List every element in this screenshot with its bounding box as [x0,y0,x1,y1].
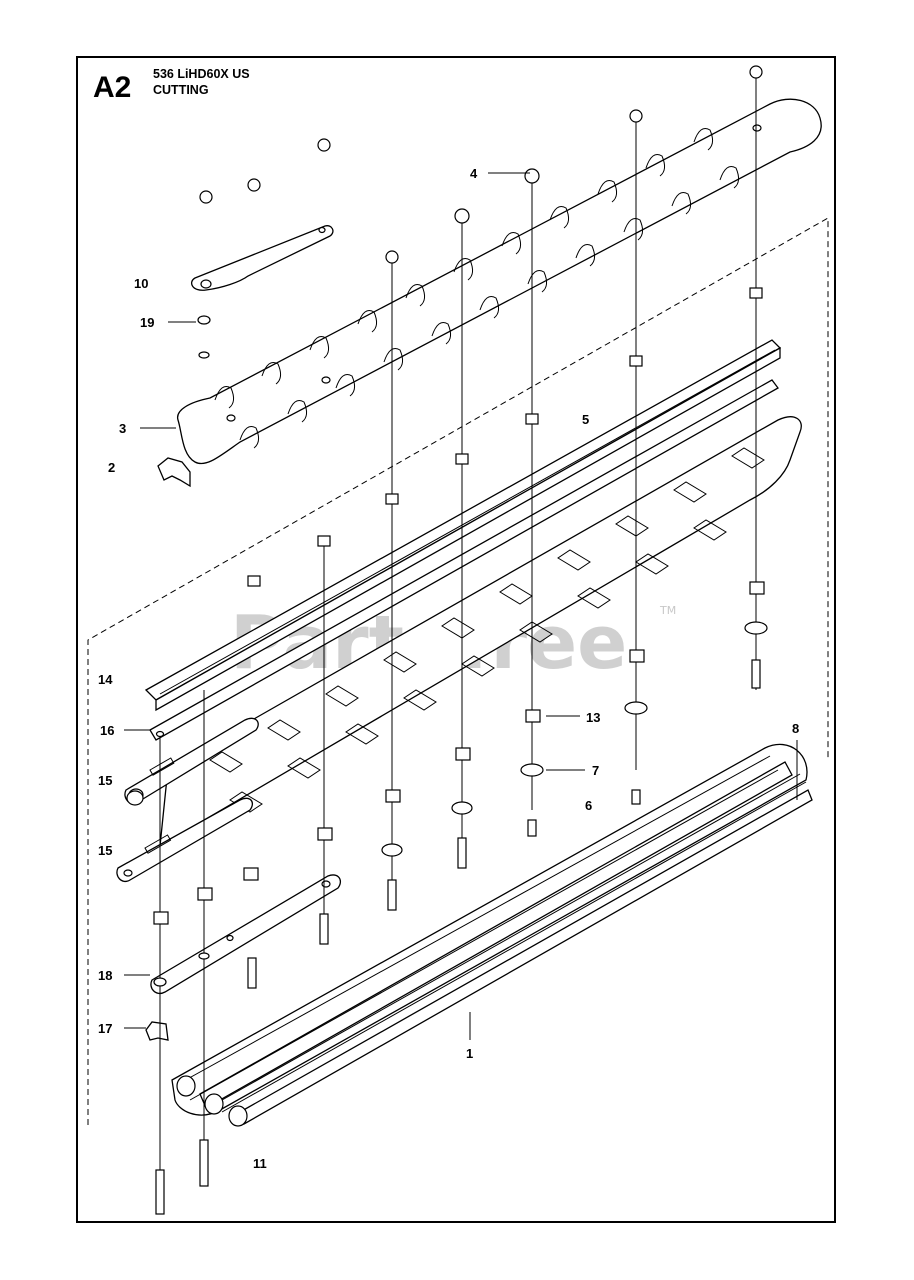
callout-4: 4 [470,166,478,181]
guide-rail [144,339,782,712]
callout-6: 6 [585,798,592,813]
section-code: A2 [93,71,131,104]
callout-3: 3 [119,421,126,436]
spacer-strip [149,379,779,741]
lever-part [191,225,334,291]
watermark-trademark: TM [659,604,676,617]
blade-housing [171,743,813,1127]
callout-1: 1 [466,1046,473,1061]
hardware-parts [126,65,768,1215]
callout-17: 17 [98,1021,112,1036]
plate-lower [116,797,254,883]
diagram-frame [76,56,836,1223]
section-title: CUTTING [153,83,209,97]
lower-blade [159,416,802,848]
upper-blade [177,98,822,465]
callout-18: 18 [98,968,112,983]
callout-leaders [124,172,798,1040]
callout-11: 11 [253,1156,267,1171]
callout-8: 8 [792,721,799,736]
callout-10: 10 [134,276,148,291]
bracket-strip [150,874,342,995]
callout-19: 19 [140,315,154,330]
clip-part-2 [157,457,191,488]
callout-2: 2 [108,460,115,475]
callout-5: 5 [582,412,589,427]
callout-13: 13 [586,710,600,725]
callout-16: 16 [100,723,114,738]
clip-part-17 [145,1021,169,1041]
callout-7: 7 [592,763,599,778]
callout-14: 14 [98,672,113,687]
callout-15-upper: 15 [98,773,112,788]
assembly-boundary [87,217,829,1125]
callout-15-lower: 15 [98,843,112,858]
model-title: 536 LiHD60X US [153,67,250,81]
